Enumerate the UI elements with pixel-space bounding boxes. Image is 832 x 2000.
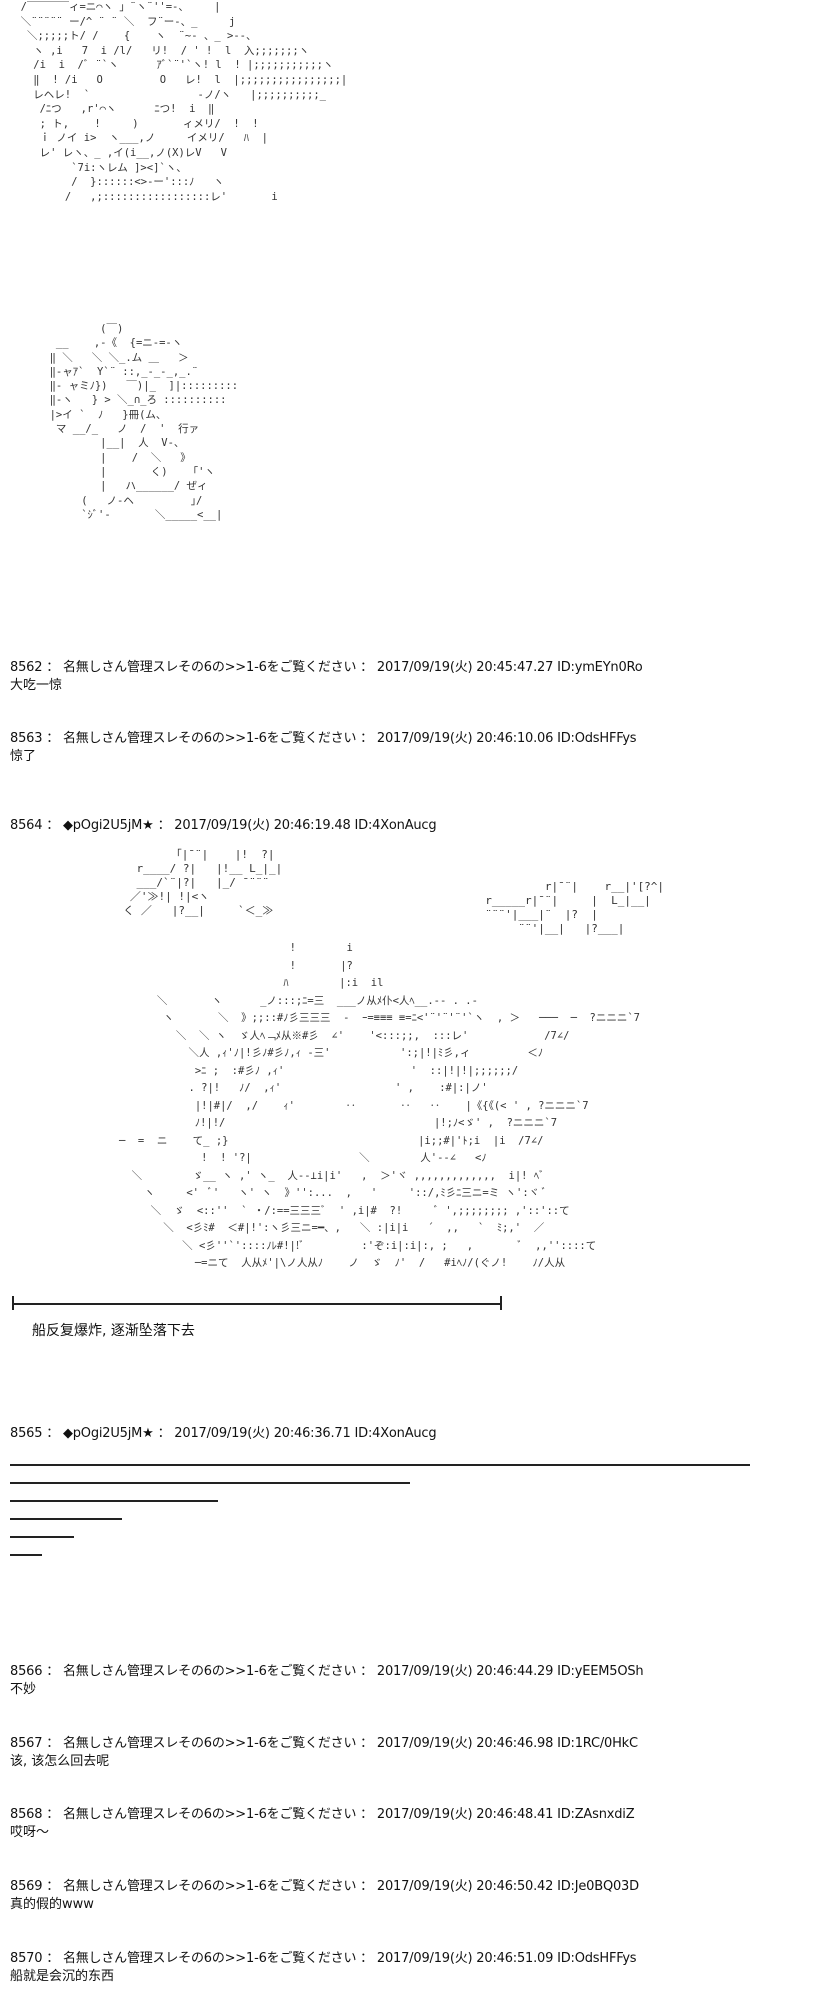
post-header-8562: 8562 ： 名無しさん管理スレその6の>>1-6をご覧ください ： 2017/…	[10, 660, 643, 675]
post-body-8566: 不妙	[10, 1682, 37, 1697]
post-body-8569: 真的假的www	[10, 1897, 94, 1912]
timeline-tick-left	[12, 1296, 14, 1310]
ascii-art-girl-full: (￣) __ ,-《 {=ニ-=-ヽ ‖ ＼ ＼ ＼_.ム ＿ ＞ ‖-ャｱ` …	[49, 323, 239, 521]
divider-line-6	[10, 1554, 42, 1556]
post-header-8564: 8564 ： ◆pOgi2U5jM★ ： 2017/09/19(火) 20:46…	[10, 818, 437, 833]
post-header-8568: 8568 ： 名無しさん管理スレその6の>>1-6をご覧ください ： 2017/…	[10, 1807, 635, 1822]
post-header-8566: 8566 ： 名無しさん管理スレその6の>>1-6をご覧ください ： 2017/…	[10, 1664, 644, 1679]
divider-line-1	[10, 1464, 750, 1466]
scene-caption: 船反复爆炸, 逐渐坠落下去	[32, 1323, 195, 1339]
divider-line-4	[10, 1518, 122, 1520]
post-body-8562: 大吃一惊	[10, 678, 63, 693]
post-body-8567: 该, 该怎么回去呢	[10, 1754, 110, 1769]
ascii-art-girl-face: /￣￣￣￣ィ=ニ⌒ヽ 」¨ヽ¨''=-、 | ＼¨¨¨¨¨ ー/^ ¨ ¨ ＼ …	[20, 1, 348, 203]
post-header-8565: 8565 ： ◆pOgi2U5jM★ ： 2017/09/19(火) 20:46…	[10, 1426, 437, 1441]
post-header-8567: 8567 ： 名無しさん管理スレその6の>>1-6をご覧ください ： 2017/…	[10, 1736, 638, 1751]
timeline-bar	[12, 1303, 502, 1305]
ascii-art-sfx-left: ｢|¯¨| |! ?| r____/ ?| |!__ L_|_| ___/`¨|…	[123, 848, 283, 917]
post-header-8563: 8563 ： 名無しさん管理スレその6の>>1-6をご覧ください ： 2017/…	[10, 731, 637, 746]
post-body-8563: 惊了	[10, 749, 37, 764]
timeline-tick-right	[500, 1296, 502, 1310]
ascii-art-sfx-right: r|¯¨| r__|'[?^| r_____r|¯¨| | L_|__| ¨¨¨…	[485, 880, 665, 935]
divider-line-3	[10, 1500, 218, 1502]
divider-line-2	[10, 1482, 410, 1484]
post-body-8568: 哎呀～	[10, 1825, 50, 1840]
post-body-8570: 船就是会沉的东西	[10, 1969, 115, 1984]
ascii-art-explosion: ! i ! |? ﾊ |:i il ＼ ヽ _ノ:::;ﾆ=三 ___ノ从ﾒ仆<…	[118, 942, 641, 1269]
post-header-8570: 8570 ： 名無しさん管理スレその6の>>1-6をご覧ください ： 2017/…	[10, 1951, 637, 1966]
divider-line-5	[10, 1536, 74, 1538]
post-header-8569: 8569 ： 名無しさん管理スレその6の>>1-6をご覧ください ： 2017/…	[10, 1879, 639, 1894]
